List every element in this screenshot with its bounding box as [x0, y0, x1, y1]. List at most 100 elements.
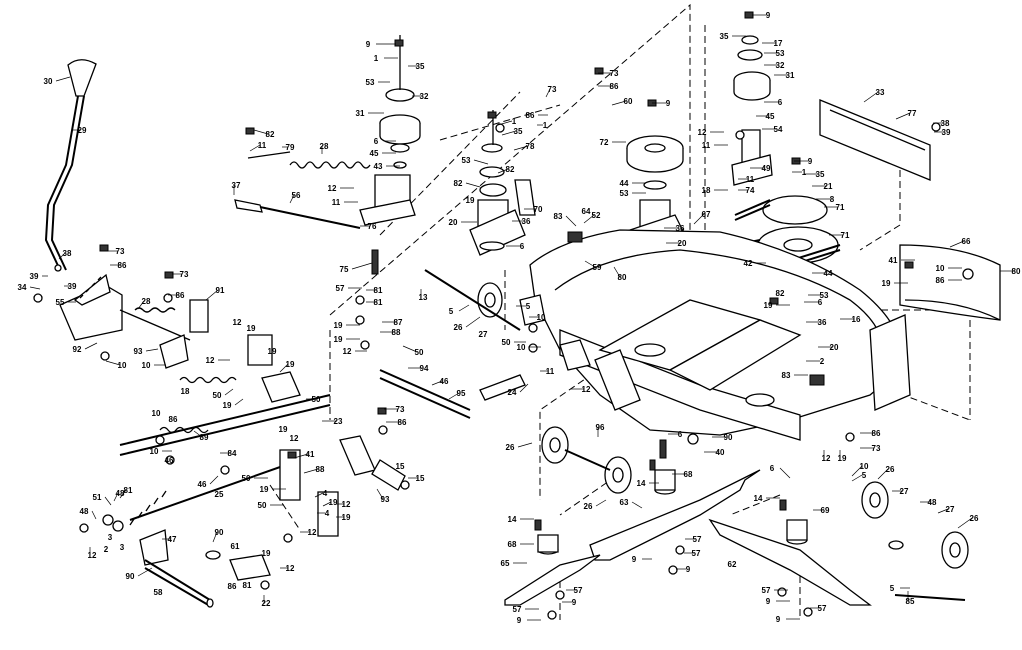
part-number-label: 87 [394, 318, 403, 327]
part-number-label: 35 [416, 62, 425, 71]
callout-leader [513, 145, 529, 151]
part-number-label: 73 [180, 270, 189, 279]
callout-leader [565, 215, 577, 227]
part-number-label: 6 [374, 137, 379, 146]
callout-leader [497, 168, 509, 174]
callout-leader [253, 129, 269, 135]
part-number-label: 90 [215, 528, 224, 537]
part-number-label: 38 [941, 119, 950, 128]
callout-leader [205, 289, 219, 301]
part-number-label: 36 [522, 217, 531, 226]
part-number-label: 9 [366, 40, 371, 49]
part-number-label: 28 [142, 297, 151, 306]
part-number-label: 39 [30, 272, 39, 281]
part-number-label: 66 [962, 237, 971, 246]
part-number-label: 10 [860, 462, 869, 471]
part-number-label: 86 [118, 261, 127, 270]
part-number-label: 41 [306, 450, 315, 459]
part-number-label: 47 [168, 535, 177, 544]
callout-leader [303, 468, 319, 474]
part-number-label: 19 [466, 196, 475, 205]
part-number-label: 41 [889, 256, 898, 265]
callout-leader [376, 488, 384, 500]
part-number-label: 60 [624, 97, 633, 106]
part-number-label: 50 [415, 348, 424, 357]
part-number-label: 10 [142, 361, 151, 370]
part-number-label: 9 [572, 598, 577, 607]
part-number-label: 65 [501, 559, 510, 568]
callout-leader [519, 383, 529, 393]
part-number-label: 86 [610, 82, 619, 91]
callout-leader [402, 345, 418, 353]
callout-leader [595, 499, 607, 507]
part-number-label: 93 [381, 495, 390, 504]
part-number-label: 19 [342, 513, 351, 522]
callout-leader [448, 392, 460, 400]
part-number-label: 16 [852, 315, 861, 324]
callout-leader [351, 262, 373, 270]
callout-leader [613, 266, 621, 278]
callout-leader [104, 496, 112, 506]
part-number-label: 12 [343, 347, 352, 356]
part-number-label: 19 [882, 279, 891, 288]
callout-leader [193, 430, 203, 438]
part-number-label: 9 [517, 616, 522, 625]
part-number-label: 10 [537, 313, 546, 322]
part-number-label: 82 [506, 165, 515, 174]
part-number-label: 4 [325, 509, 330, 518]
part-number-label: 53 [776, 49, 785, 58]
part-number-label: 12 [698, 128, 707, 137]
part-number-label: 86 [526, 111, 535, 120]
callout-leader [779, 467, 791, 479]
part-number-label: 11 [546, 367, 555, 376]
part-number-label: 84 [228, 449, 237, 458]
part-number-label: 50 [242, 474, 251, 483]
callout-leader [137, 567, 153, 577]
part-number-label: 42 [744, 259, 753, 268]
part-number-label: 5 [890, 584, 895, 593]
part-number-label: 57 [762, 586, 771, 595]
part-number-label: 9 [808, 157, 813, 166]
part-number-label: 8 [830, 195, 835, 204]
part-number-label: 64 [582, 207, 591, 216]
part-number-label: 36 [818, 318, 827, 327]
part-number-label: 44 [620, 179, 629, 188]
part-number-label: 91 [216, 286, 225, 295]
part-number-label: 37 [232, 181, 241, 190]
part-number-label: 79 [286, 143, 295, 152]
part-number-label: 50 [312, 395, 321, 404]
part-number-label: 86 [936, 276, 945, 285]
part-number-label: 48 [80, 507, 89, 516]
callout-leader [29, 286, 41, 290]
gauge-wheels [379, 269, 969, 601]
part-number-label: 20 [830, 343, 839, 352]
lift-lever-assembly [33, 59, 209, 369]
callout-leader [611, 100, 627, 106]
part-number-label: 73 [610, 69, 619, 78]
part-number-label: 4 [323, 489, 328, 498]
part-number-label: 73 [872, 444, 881, 453]
part-number-label: 62 [728, 560, 737, 569]
part-number-label: 82 [776, 289, 785, 298]
callout-leader [279, 363, 289, 373]
part-number-label: 13 [419, 293, 428, 302]
callout-leader [322, 501, 332, 507]
part-number-label: 6 [770, 464, 775, 473]
part-number-label: 51 [93, 493, 102, 502]
part-number-label: 5 [526, 302, 531, 311]
part-number-label: 73 [548, 85, 557, 94]
part-number-label: 19 [260, 485, 269, 494]
callout-leader [877, 468, 889, 480]
part-number-label: 82 [266, 130, 275, 139]
part-number-label: 83 [554, 212, 563, 221]
part-number-label: 61 [231, 542, 240, 551]
part-number-label: 20 [678, 239, 687, 248]
part-number-label: 14 [754, 494, 763, 503]
callout-leader [631, 501, 643, 509]
callout-leader [289, 194, 295, 204]
part-number-label: 12 [328, 184, 337, 193]
part-number-label: 88 [392, 328, 401, 337]
part-number-label: 46 [440, 377, 449, 386]
